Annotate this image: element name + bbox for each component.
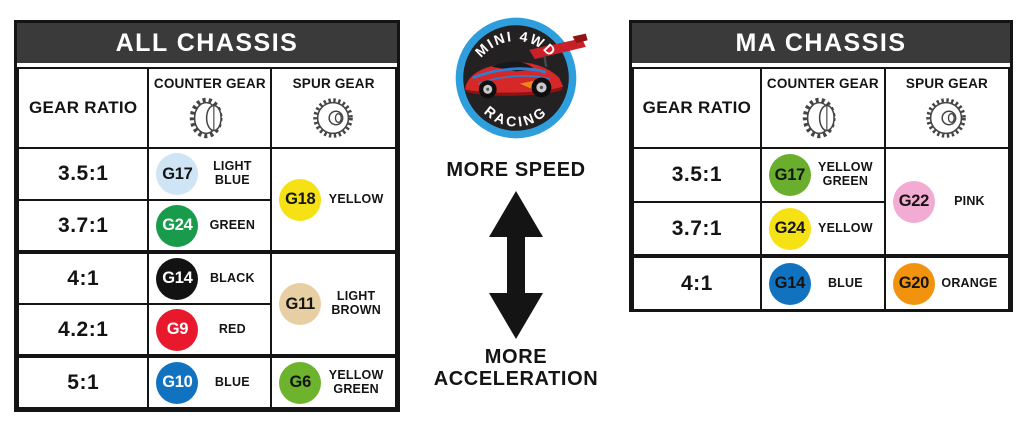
all-chassis-table: ALL CHASSIS GEAR RATIO COUNTER GEAR SPUR… (14, 20, 400, 412)
gear-chip-g10: G10 (156, 361, 199, 404)
gear-color-name: LIGHT BROWN (331, 289, 381, 317)
center-legend: MINI 4WD RACING MORE SPEED MORE ACCELERA… (400, 0, 632, 430)
gear-color-name: LIGHT BLUE (213, 159, 252, 187)
gear-color-name: YELLOW GREEN (328, 367, 384, 396)
gear-color-name: YELLOW (328, 191, 384, 206)
car-spoiler (529, 33, 588, 67)
gear-chip-g11: G11 (279, 283, 322, 325)
gear-color-name: RED (218, 321, 246, 336)
gear-ratio-cell: 4:1 (16, 250, 150, 305)
race-car (465, 61, 564, 99)
counter-gear-cell: G24 YELLOW (759, 201, 886, 257)
counter-gear-cell: G14 BLUE (759, 254, 886, 311)
gear-chip-g9: G9 (156, 308, 199, 351)
counter-gear-cell: G10 BLUE (147, 354, 273, 409)
counter-gear-cell: G9 RED (147, 303, 273, 357)
gear-color-name: GREEN (209, 217, 256, 232)
gear-ratio-cell: 4:1 (632, 254, 762, 311)
speed-acceleration-arrow (487, 190, 545, 339)
counter-gear-icon (189, 97, 223, 138)
all-chassis-title: ALL CHASSIS (17, 23, 397, 63)
col-header-gear-ratio: GEAR RATIO (16, 67, 150, 149)
col-header-counter-gear: COUNTER GEAR (147, 67, 273, 149)
col-header-gear-ratio: GEAR RATIO (632, 67, 762, 149)
spur-gear-cell: G20 ORANGE (883, 254, 1011, 311)
counter-gear-cell: G24 GREEN (147, 199, 273, 253)
gear-color-name: PINK (954, 193, 985, 208)
gear-ratio-cell: 3.5:1 (632, 147, 762, 203)
col-header-spur-gear: SPUR GEAR (270, 67, 397, 149)
col-header-spur-gear: SPUR GEAR (883, 67, 1011, 149)
spur-gear-cell: G6 YELLOW GREEN (270, 354, 397, 409)
gear-color-name: BLUE (827, 275, 863, 290)
all-chassis-grid: GEAR RATIO COUNTER GEAR SPUR GEAR (16, 67, 397, 409)
gear-color-name: YELLOW GREEN (818, 160, 873, 188)
more-speed-label: MORE SPEED (446, 159, 586, 181)
counter-gear-cell: G17 YELLOW GREEN (759, 147, 886, 203)
mini-4wd-racing-logo: MINI 4WD RACING (450, 12, 588, 144)
gear-ratio-cell: 3.7:1 (16, 199, 150, 253)
counter-gear-cell: G17 LIGHT BLUE (147, 147, 273, 201)
counter-gear-icon (802, 97, 836, 138)
col-header-counter-gear: COUNTER GEAR (759, 67, 886, 149)
ma-chassis-grid: GEAR RATIO COUNTER GEAR SPUR GEAR (632, 67, 1011, 311)
gear-chip-g17: G17 (768, 154, 811, 196)
gear-color-name: BLUE (214, 374, 250, 389)
gear-ratio-cell: 3.7:1 (632, 201, 762, 257)
counter-gear-cell: G14 BLACK (147, 250, 273, 305)
ma-chassis-table: MA CHASSIS GEAR RATIO COUNTER GEAR SPUR … (629, 20, 1013, 312)
gear-chip-g24: G24 (768, 207, 811, 250)
spur-gear-icon (312, 97, 353, 138)
gear-chip-g17: G17 (156, 153, 199, 195)
spur-gear-cell: G18 YELLOW (270, 147, 397, 253)
gear-color-name: YELLOW (818, 220, 873, 235)
gear-chip-g14: G14 (768, 262, 811, 305)
gear-chip-g20: G20 (892, 262, 935, 305)
spur-gear-cell: G11 LIGHT BROWN (270, 250, 397, 357)
gear-color-name: BLACK (209, 270, 255, 285)
gear-chip-g22: G22 (892, 180, 935, 223)
ma-chassis-title: MA CHASSIS (632, 23, 1010, 63)
gear-chip-g14: G14 (156, 257, 199, 300)
gear-chip-g6: G6 (279, 361, 322, 404)
spur-gear-icon (926, 97, 966, 138)
gear-ratio-cell: 4.2:1 (16, 303, 150, 357)
spur-gear-cell: G22 PINK (883, 147, 1011, 257)
gear-chip-g18: G18 (279, 178, 322, 221)
more-acceleration-label: MORE ACCELERATION (433, 345, 599, 391)
double-arrow-icon (489, 190, 543, 339)
gear-chip-g24: G24 (156, 204, 199, 247)
gear-ratio-cell: 5:1 (16, 354, 150, 409)
gear-ratio-cell: 3.5:1 (16, 147, 150, 201)
gear-color-name: ORANGE (941, 275, 998, 290)
